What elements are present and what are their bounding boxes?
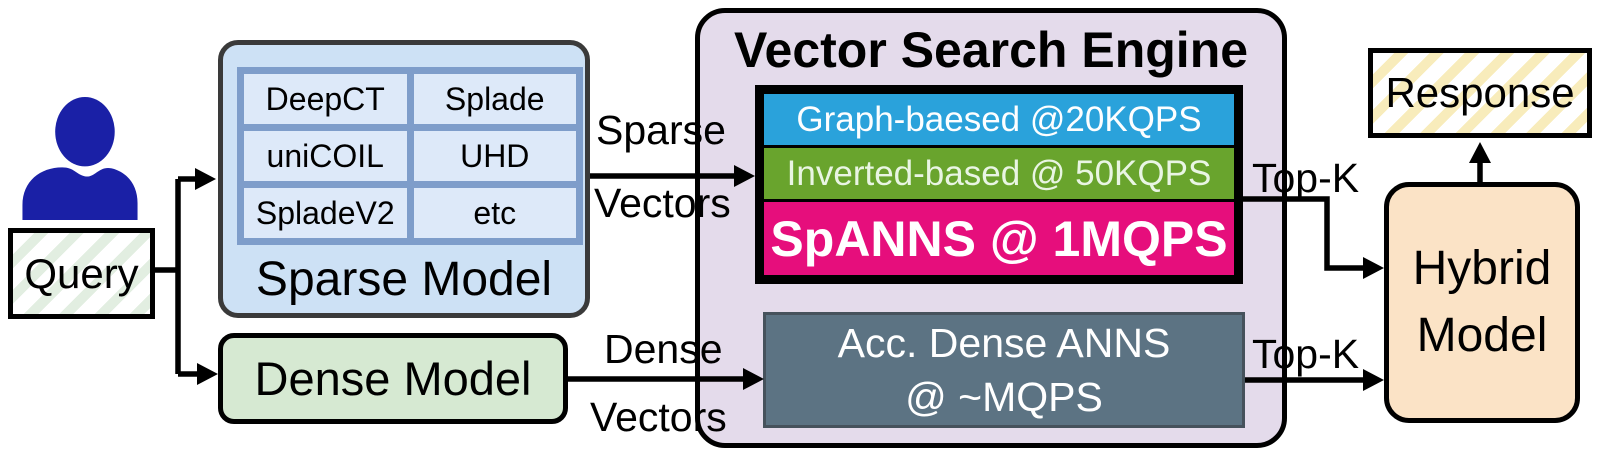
sparse-vectors-label-line2: Vectors bbox=[594, 180, 731, 226]
hybrid-model-line2: Model bbox=[1416, 308, 1548, 362]
query-split-arrow bbox=[155, 168, 218, 385]
sparse-model-cell: Splade bbox=[413, 74, 576, 124]
query-box: Query bbox=[8, 228, 155, 319]
sparse-model-cell: UHD bbox=[413, 131, 576, 181]
sparse-model-box: DeepCT Splade uniCOIL UHD SpladeV2 etc S… bbox=[218, 40, 590, 318]
user-icon bbox=[22, 96, 138, 220]
vse-title: Vector Search Engine bbox=[733, 22, 1249, 78]
sparse-model-cell: etc bbox=[413, 188, 576, 238]
sparse-model-cell: SpladeV2 bbox=[244, 188, 407, 238]
spanns-row: SpANNS @ 1MQPS bbox=[764, 202, 1234, 275]
dense-anns-box: Acc. Dense ANNS @ ~MQPS bbox=[763, 312, 1245, 428]
topk-dense-label: Top-K bbox=[1252, 331, 1360, 377]
response-arrow bbox=[1469, 142, 1491, 182]
graph-based-row: Graph-baesed @20KQPS bbox=[764, 94, 1234, 145]
sparse-model-table: DeepCT Splade uniCOIL UHD SpladeV2 etc bbox=[237, 67, 583, 245]
query-label: Query bbox=[24, 249, 139, 297]
topk-sparse-label: Top-K bbox=[1252, 155, 1360, 201]
hybrid-model-line1: Hybrid bbox=[1412, 242, 1552, 296]
sparse-model-cell: uniCOIL bbox=[244, 131, 407, 181]
sparse-model-caption: Sparse Model bbox=[255, 253, 553, 306]
response-label: Response bbox=[1385, 69, 1575, 116]
dense-anns-line2: @ ~MQPS bbox=[905, 374, 1103, 420]
dense-vectors-label-line2: Vectors bbox=[590, 394, 727, 440]
sparse-vectors-label-line1: Sparse bbox=[596, 107, 726, 153]
response-box: Response bbox=[1368, 48, 1592, 138]
inverted-based-row: Inverted-based @ 50KQPS bbox=[764, 148, 1234, 199]
vector-search-engine-box: Vector Search Engine Graph-baesed @20KQP… bbox=[695, 8, 1287, 448]
dense-model-box: Dense Model bbox=[218, 333, 568, 424]
dense-model-label: Dense Model bbox=[254, 352, 532, 405]
dense-vectors-label-line1: Dense bbox=[604, 326, 723, 372]
sparse-model-cell: DeepCT bbox=[244, 74, 407, 124]
dense-anns-line1: Acc. Dense ANNS bbox=[837, 319, 1171, 366]
hybrid-model-box: Hybrid Model bbox=[1384, 182, 1580, 423]
sparse-anns-box: Graph-baesed @20KQPS Inverted-based @ 50… bbox=[755, 85, 1243, 284]
